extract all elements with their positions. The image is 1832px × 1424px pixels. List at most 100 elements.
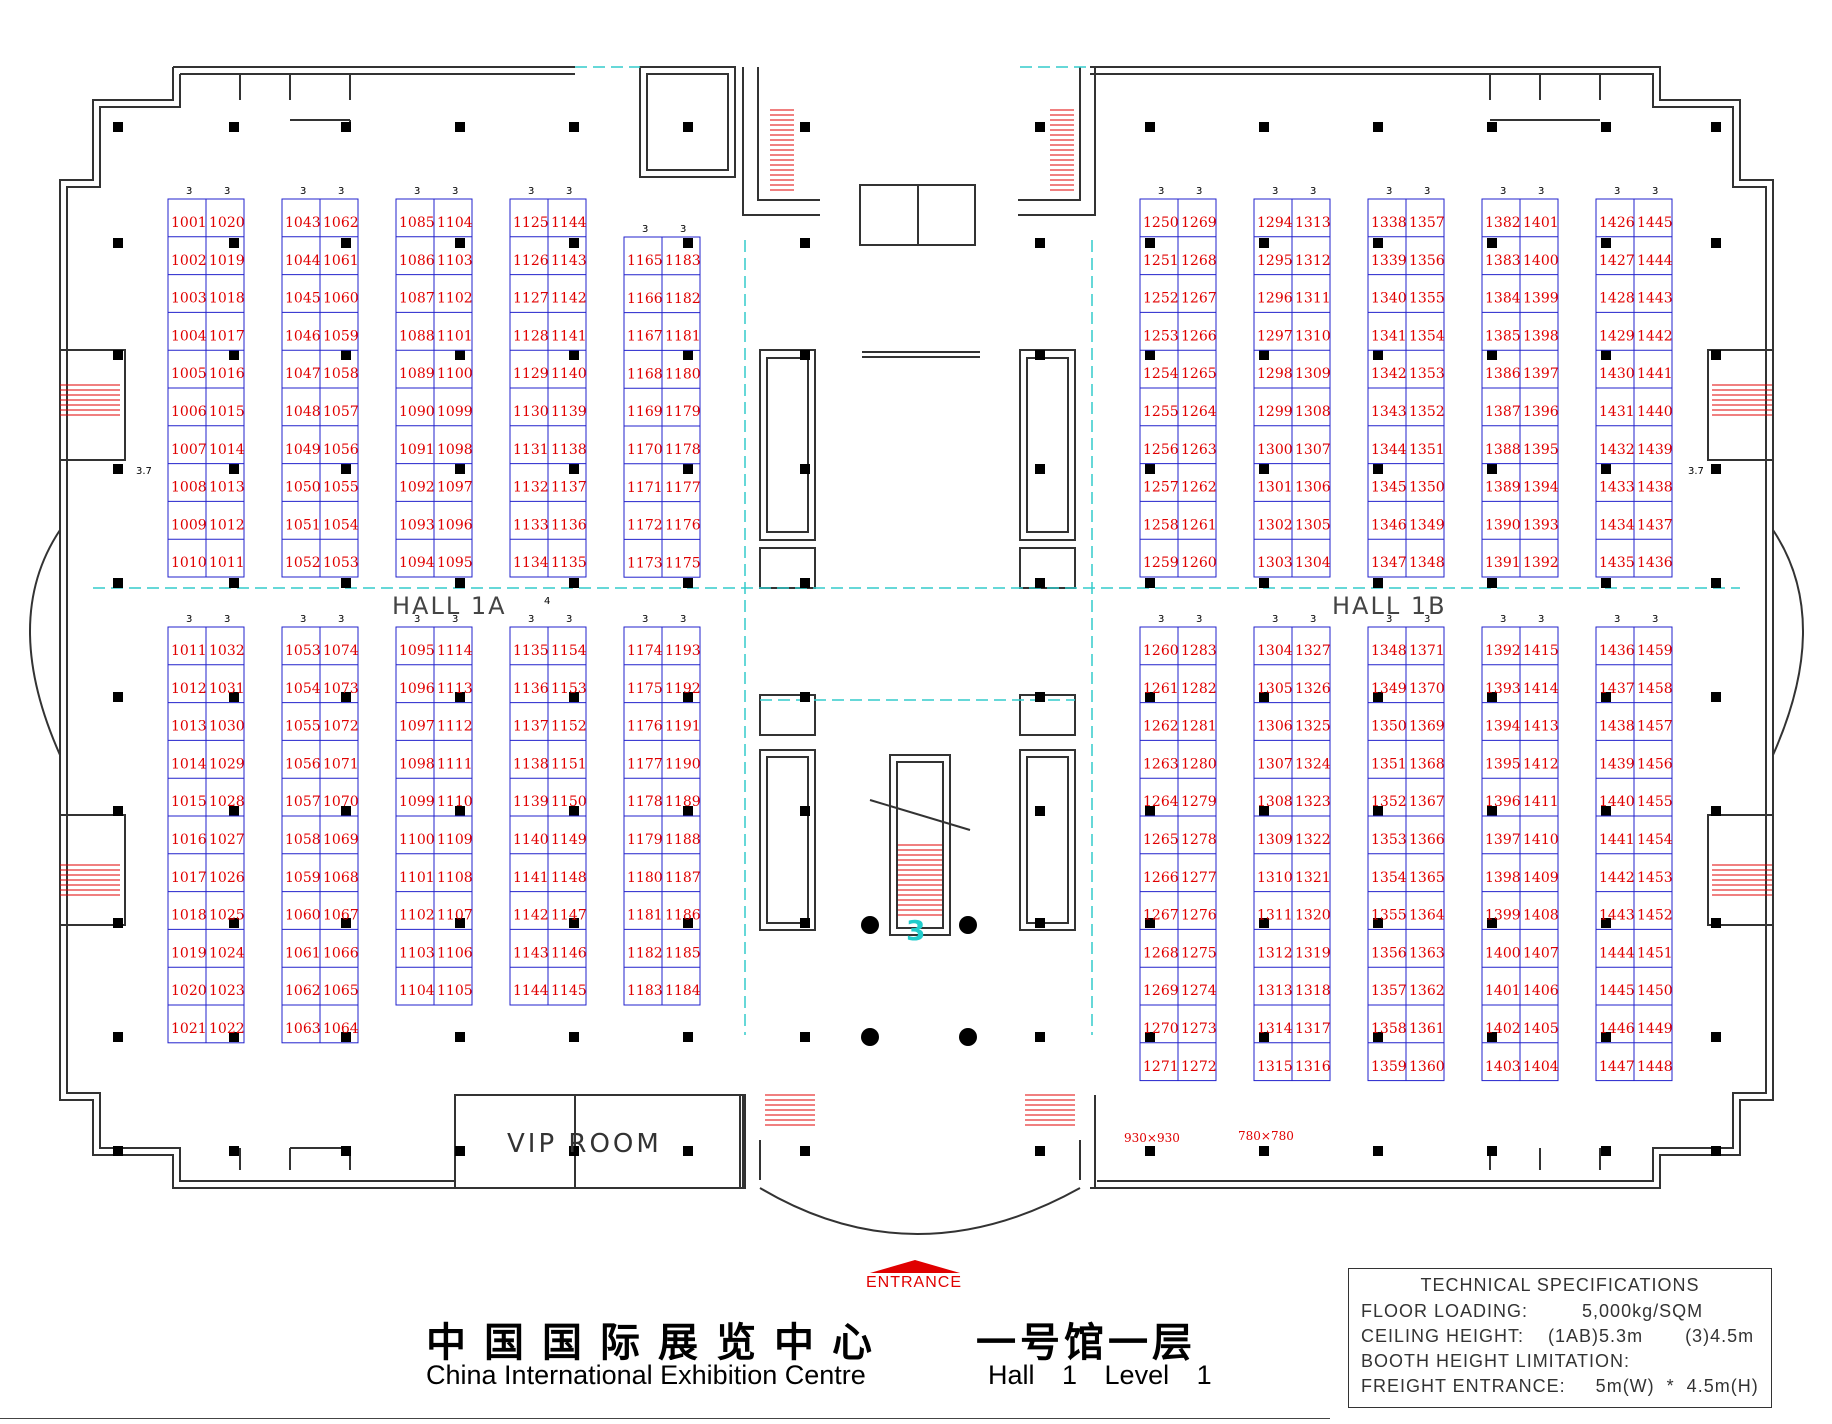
column [341,1146,351,1156]
column [1145,918,1155,928]
booth-number: 1352 [1409,404,1445,420]
aisle-dimension: 3 [1196,186,1202,197]
booth-number: 1354 [1371,870,1407,886]
booth-number: 1307 [1257,756,1293,772]
booth-number: 1431 [1599,404,1635,420]
column [1711,918,1721,928]
column [1711,1146,1721,1156]
booth-number: 1182 [627,945,663,961]
booth-number: 1143 [513,945,549,961]
booth-number: 1095 [437,555,473,571]
booth-number: 1018 [171,908,207,924]
booth-number: 1014 [171,756,207,772]
booth-number: 1371 [1409,643,1445,659]
column [1487,122,1497,132]
column [1487,1146,1497,1156]
booth-number: 1427 [1599,253,1635,269]
column [113,692,123,702]
ceiling-height: CEILING HEIGHT: (1AB)5.3m (3)4.5m [1361,1326,1755,1346]
booth-number: 1279 [1181,794,1217,810]
booth-number: 1348 [1371,643,1407,659]
booth-number: 1181 [665,329,701,345]
booth-number: 1068 [323,870,359,886]
hall-level-chinese: 一号馆一层 [976,1320,1196,1366]
booth-number: 1309 [1257,832,1293,848]
booth-number: 1433 [1599,480,1635,496]
column [1373,1032,1383,1042]
column [683,350,693,360]
booth-number: 1134 [513,555,549,571]
booth-number: 1016 [171,832,207,848]
aisle-dimension: 3 [1652,186,1658,197]
booth-number: 1058 [323,366,359,382]
column [455,918,465,928]
booth-number: 1298 [1257,366,1293,382]
booth-number: 1428 [1599,291,1635,307]
column [1711,464,1721,474]
booth-number: 1017 [171,870,207,886]
booth-number: 1101 [437,328,473,344]
specifications-title: TECHNICAL SPECIFICATIONS [1420,1275,1700,1295]
column [1259,578,1269,588]
column [1373,692,1383,702]
booth-number: 1454 [1637,832,1673,848]
booth-number: 1440 [1599,794,1635,810]
booth-number: 1256 [1143,442,1179,458]
booth-number: 1102 [437,291,473,307]
booth-number: 1344 [1371,442,1407,458]
booth-number: 1365 [1409,870,1445,886]
booth-number: 1315 [1257,1059,1293,1075]
booth-number: 1313 [1257,983,1293,999]
booth-number: 1012 [209,517,245,533]
booth-number: 1023 [209,983,245,999]
booth-number: 1274 [1181,983,1217,999]
staircase [1050,109,1074,191]
booth-number: 1339 [1371,253,1407,269]
booth-number: 1429 [1599,328,1635,344]
staircase [1712,864,1772,896]
aisle-dimension: 3 [680,614,686,625]
booth-number: 1392 [1523,555,1559,571]
booth-number: 1260 [1143,643,1179,659]
aisle-dimension: 3 [528,186,534,197]
column [1259,464,1269,474]
column [800,464,810,474]
booth-number: 1426 [1599,215,1635,231]
booth-number: 1139 [513,794,549,810]
column [683,1146,693,1156]
booth-number: 1010 [171,555,207,571]
booth-number: 1111 [437,756,473,772]
freight-entrance: FREIGHT ENTRANCE: 5m(W) * 4.5m(H) [1361,1376,1759,1396]
booth-number: 1052 [285,555,321,571]
aisle-dimension: 3 [528,614,534,625]
aisle-dimension: 3 [300,614,306,625]
column [1711,806,1721,816]
booth-number: 1305 [1295,517,1331,533]
round-column [861,1028,879,1046]
column [800,918,810,928]
booth-number: 1074 [323,643,359,659]
column [1373,806,1383,816]
booth-number: 1020 [209,215,245,231]
booth-number: 1051 [285,517,321,533]
column [1601,238,1611,248]
column [1035,578,1045,588]
floor-loading: FLOOR LOADING: 5,000kg/SQM [1361,1301,1704,1321]
column [1601,692,1611,702]
booth-number: 1456 [1637,756,1673,772]
booth-number: 1169 [627,404,663,420]
booth-number: 1180 [665,366,701,382]
booth-number: 1276 [1181,908,1217,924]
column [1145,1032,1155,1042]
column [341,578,351,588]
column [229,238,239,248]
booth-number: 1270 [1143,1021,1179,1037]
aisle-dimension: 3 [1310,614,1316,625]
column [341,918,351,928]
booth-number: 1442 [1599,870,1635,886]
booth-number: 1405 [1523,1021,1559,1037]
